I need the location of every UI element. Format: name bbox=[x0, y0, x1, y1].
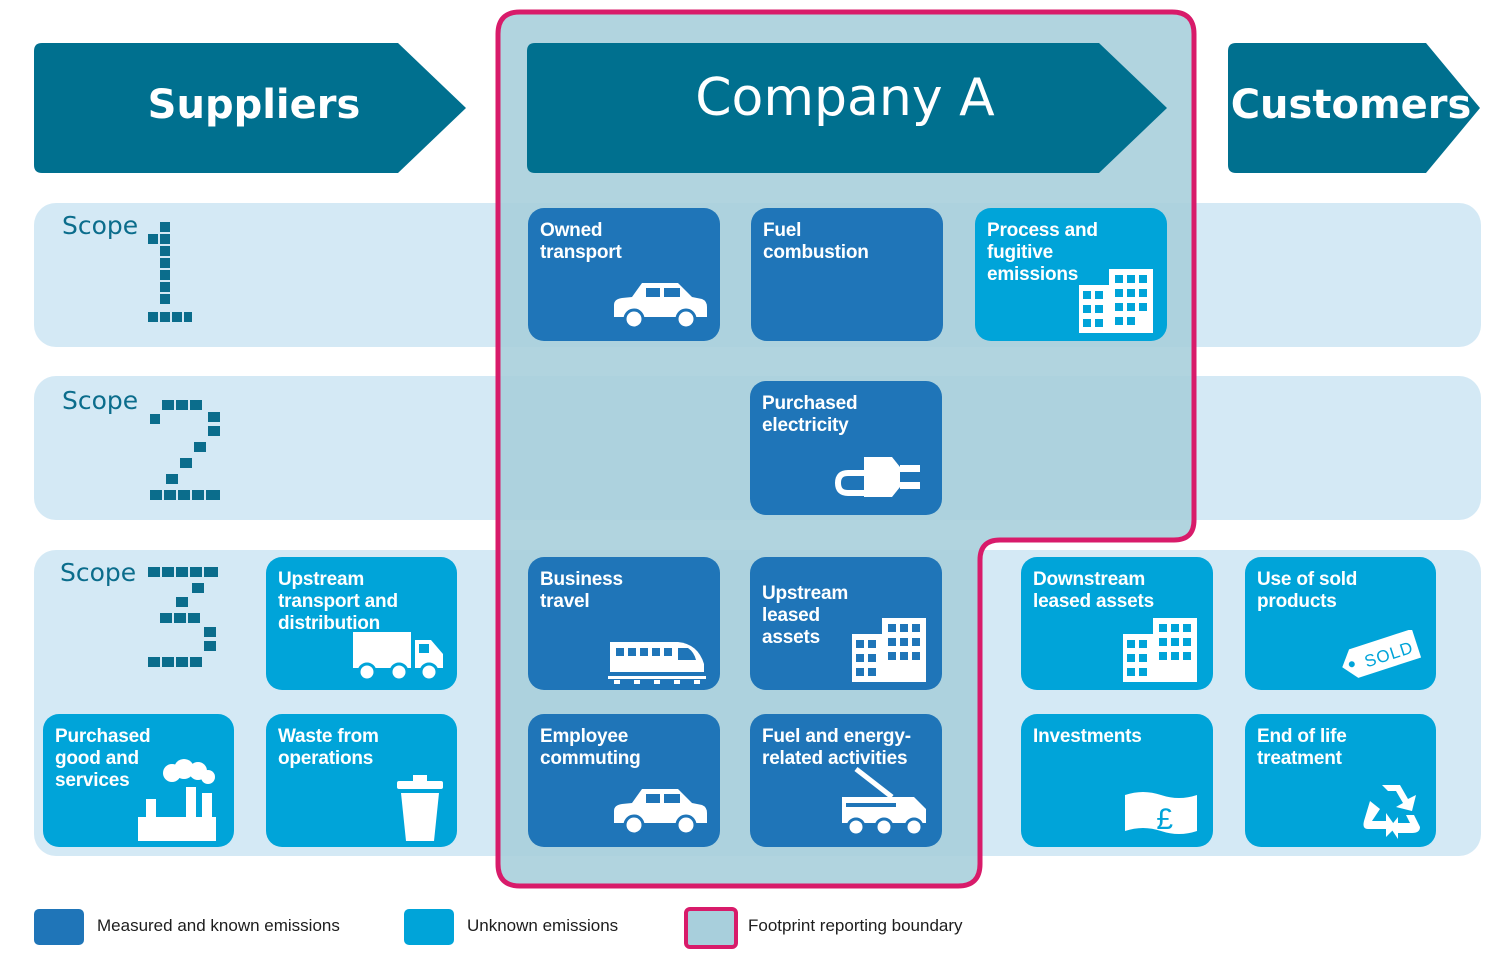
scope1-label: Scope bbox=[62, 211, 139, 240]
legend-measured-swatch bbox=[34, 909, 84, 945]
suppliers-title: Suppliers bbox=[147, 82, 361, 128]
tile-business-travel-label: Business travel bbox=[540, 569, 623, 612]
suppliers-arrow bbox=[34, 43, 466, 173]
tile-fuel-energy: Fuel and energy-related activities bbox=[750, 714, 942, 847]
scope2-digit-icon bbox=[150, 400, 220, 500]
tile-owned-transport: Owned transport bbox=[528, 208, 720, 341]
bin-icon bbox=[397, 775, 443, 841]
train-icon bbox=[608, 642, 706, 684]
tile-upstream-transport-label: Upstream transport and distribution bbox=[278, 569, 398, 634]
tile-end-of-life: End of life treatment bbox=[1245, 714, 1436, 847]
truck-icon bbox=[353, 632, 443, 682]
legend-boundary-label: Footprint reporting boundary bbox=[748, 916, 963, 935]
tile-waste: Waste from operations bbox=[266, 714, 457, 847]
tile-business-travel: Business travel bbox=[528, 557, 720, 690]
tile-upstream-leased: Upstream leased assets bbox=[750, 557, 942, 690]
tile-fuel-energy-label: Fuel and energy-related activities bbox=[762, 726, 911, 769]
recycle-icon bbox=[1363, 785, 1420, 839]
banknote-currency: £ bbox=[1156, 803, 1173, 836]
tanker-icon bbox=[842, 767, 926, 837]
company-title: Company A bbox=[695, 68, 995, 128]
tile-employee-commuting-label: Employee commuting bbox=[540, 726, 641, 769]
tile-use-sold: Use of sold products SOLD bbox=[1245, 557, 1436, 690]
tile-fuel-combustion-label: Fuel combustion bbox=[763, 220, 869, 263]
tile-purchased-electricity-label: Purchased electricity bbox=[762, 393, 858, 436]
car-icon bbox=[614, 283, 707, 330]
tile-purchased-goods-label: Purchased good and services bbox=[55, 726, 151, 791]
tile-purchased-goods: Purchased good and services bbox=[43, 714, 234, 847]
plug-icon bbox=[834, 457, 920, 497]
tile-downstream-leased-label: Downstream leased assets bbox=[1033, 569, 1154, 612]
tile-fuel-combustion: Fuel combustion bbox=[751, 208, 943, 341]
tile-waste-label: Waste from operations bbox=[278, 726, 379, 769]
scope3-label: Scope bbox=[60, 558, 137, 587]
sold-tag-icon bbox=[1342, 630, 1422, 678]
customers-title: Customers bbox=[1230, 82, 1472, 128]
scope3-digit-icon bbox=[148, 567, 218, 667]
legend-measured-label: Measured and known emissions bbox=[97, 916, 340, 935]
building-icon bbox=[1123, 618, 1197, 682]
tile-use-sold-label: Use of sold products bbox=[1257, 569, 1358, 612]
factory-icon bbox=[138, 759, 216, 841]
car-icon bbox=[614, 789, 707, 836]
tile-owned-transport-label: Owned transport bbox=[540, 220, 622, 263]
company-arrow bbox=[527, 43, 1167, 173]
tile-employee-commuting: Employee commuting bbox=[528, 714, 720, 847]
tile-end-of-life-label: End of life treatment bbox=[1257, 726, 1347, 769]
tile-process-fugitive-label: Process and fugitive emissions bbox=[987, 220, 1098, 285]
building-icon bbox=[852, 618, 926, 682]
tile-downstream-leased: Downstream leased assets bbox=[1021, 557, 1213, 690]
scope1-digit-icon bbox=[148, 222, 192, 322]
tile-investments: Investments £ bbox=[1021, 714, 1213, 847]
tile-investments-label: Investments bbox=[1033, 726, 1142, 747]
legend-boundary-swatch bbox=[684, 907, 738, 949]
tile-upstream-transport: Upstream transport and distribution bbox=[266, 557, 457, 690]
tile-upstream-leased-label: Upstream leased assets bbox=[762, 583, 849, 648]
tile-purchased-electricity: Purchased electricity bbox=[750, 381, 942, 515]
legend-unknown-swatch bbox=[404, 909, 454, 945]
legend-unknown-label: Unknown emissions bbox=[467, 916, 619, 935]
customers-arrow bbox=[1228, 43, 1480, 173]
building-icon bbox=[1079, 269, 1153, 333]
tile-process-fugitive: Process and fugitive emissions bbox=[975, 208, 1167, 341]
scope2-label: Scope bbox=[62, 386, 139, 415]
banknote-icon bbox=[1125, 792, 1197, 834]
